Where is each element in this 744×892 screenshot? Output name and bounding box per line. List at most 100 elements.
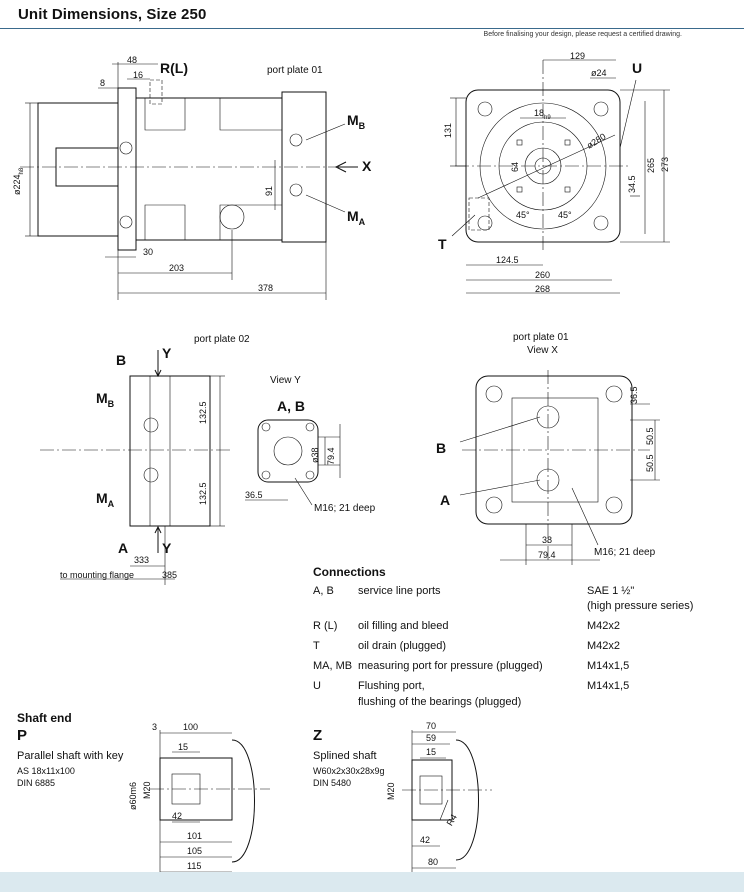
dim-z-15: 15 <box>426 747 437 757</box>
dim-p-101: 101 <box>187 831 203 841</box>
dim-p-42: 42 <box>172 811 183 821</box>
view-x-drawing <box>459 370 660 565</box>
conn-spec-mamb: M14x1,5 <box>587 660 630 672</box>
conn-desc-t: oil drain (plugged) <box>358 640 447 652</box>
shaft-p-letter: P <box>17 727 28 744</box>
dim-64: 64 <box>510 161 520 172</box>
dim-79-4-x: 79.4 <box>538 550 556 560</box>
connections-heading: Connections <box>313 565 386 579</box>
front-view-drawing <box>450 59 670 294</box>
dim-45-right: 45° <box>558 210 572 220</box>
dim-333: 333 <box>134 555 150 565</box>
dim-30: 30 <box>143 247 154 257</box>
shaft-p-line1: Parallel shaft with key <box>17 750 124 762</box>
dim-50-5-top: 50.5 <box>645 427 655 445</box>
footer-band <box>0 872 744 892</box>
shaft-end-heading: Shaft end <box>17 711 72 725</box>
dim-dia-24: ø24 <box>591 68 607 78</box>
view-x-arrow-label: X <box>362 158 372 174</box>
port-u-label: U <box>632 60 643 76</box>
view-x-thread-note: M16; 21 deep <box>594 547 656 558</box>
conn-port-mamb: MA, MB <box>313 660 353 672</box>
shaft-z-line1: Splined shaft <box>313 750 377 762</box>
plate02-caption: port plate 02 <box>194 334 250 345</box>
port-mb-label: MB <box>347 112 366 131</box>
shaft-z-line2: W60x2x30x28x9g <box>313 766 385 776</box>
dim-36-5-x: 36.5 <box>629 386 639 404</box>
dim-124-5: 124.5 <box>496 255 519 265</box>
conn-spec2-ab: (high pressure series) <box>587 600 694 612</box>
dim-38-x: 38 <box>542 535 553 545</box>
view-x-port-a-label: A <box>440 492 451 508</box>
view-y-caption: View Y <box>270 375 301 386</box>
dim-dia-38: ø38 <box>310 447 320 463</box>
side-view-caption: port plate 01 <box>267 65 323 76</box>
dim-p-100: 100 <box>183 722 199 732</box>
dim-z-42: 42 <box>420 835 431 845</box>
dim-268: 268 <box>535 284 551 294</box>
plate02-port-mb-label: MB <box>96 390 115 409</box>
conn-port-u: U <box>313 680 321 692</box>
view-y-thread-note: M16; 21 deep <box>314 503 376 514</box>
title-rule <box>0 28 744 29</box>
conn-desc-ab: service line ports <box>358 585 441 597</box>
view-x-caption: View X <box>527 345 558 356</box>
dim-p-15: 15 <box>178 742 189 752</box>
view-x-caption-plate: port plate 01 <box>513 332 569 343</box>
dim-p-dia-60: ø60m6 <box>128 781 138 810</box>
dim-z-70: 70 <box>426 721 437 731</box>
conn-spec-rl: M42x2 <box>587 620 621 632</box>
plate02-y-bottom-label: Y <box>162 540 172 556</box>
port-plate-02-drawing <box>40 350 230 585</box>
dim-z-80: 80 <box>428 857 439 867</box>
dim-p-3: 3 <box>152 722 158 732</box>
dim-p-105: 105 <box>187 846 203 856</box>
conn-spec-u: M14x1,5 <box>587 680 630 692</box>
view-y-drawing <box>245 419 341 506</box>
conn-desc-rl: oil filling and bleed <box>358 620 449 632</box>
dim-36-5: 36.5 <box>245 490 263 500</box>
dim-273: 273 <box>660 156 670 172</box>
dim-34-5: 34.5 <box>627 175 637 193</box>
conn-desc-u: Flushing port, <box>358 680 425 692</box>
conn-spec-t: M42x2 <box>587 640 621 652</box>
dim-p-m20: M20 <box>142 781 152 799</box>
port-t-label: T <box>438 236 447 252</box>
shaft-z-drawing <box>402 730 492 872</box>
dim-50-5-bottom: 50.5 <box>645 454 655 472</box>
dim-132-5-bottom: 132.5 <box>198 482 208 505</box>
dim-16: 16 <box>133 70 144 80</box>
plate02-port-a-label: A <box>118 540 129 556</box>
shaft-z-letter: Z <box>313 727 323 744</box>
shaft-p-drawing <box>150 730 270 875</box>
mounting-flange-note: to mounting flange <box>60 570 135 580</box>
certified-drawing-note: Before finalising your design, please re… <box>483 31 682 38</box>
dim-131: 131 <box>443 122 453 138</box>
conn-spec-ab: SAE 1 ½" <box>587 585 635 597</box>
dim-260: 260 <box>535 270 551 280</box>
dim-p-115: 115 <box>187 861 202 871</box>
dim-diameter-224: ø224h8 <box>12 167 25 195</box>
dim-z-m20: M20 <box>386 782 396 800</box>
dim-48: 48 <box>127 55 138 65</box>
dim-378: 378 <box>258 283 274 293</box>
shaft-p-line2: AS 18x11x100 <box>17 766 75 776</box>
dim-203: 203 <box>169 263 185 273</box>
dim-79-4: 79.4 <box>326 447 336 465</box>
plate02-port-ma-label: MA <box>96 490 115 509</box>
dim-18: 18h9 <box>534 108 551 121</box>
dim-z-59: 59 <box>426 733 437 743</box>
dim-45-left: 45° <box>516 210 530 220</box>
side-view-drawing <box>20 62 358 300</box>
port-rl-label: R(L) <box>160 60 188 76</box>
dim-132-5-top: 132.5 <box>198 401 208 424</box>
conn-port-t: T <box>313 640 320 652</box>
view-y-port-ab-label: A, B <box>277 398 305 414</box>
plate02-port-b-label: B <box>116 352 127 368</box>
dim-91: 91 <box>264 185 274 196</box>
shaft-p-line3: DIN 6885 <box>17 778 56 788</box>
plate02-y-top-label: Y <box>162 345 172 361</box>
shaft-z-line3: DIN 5480 <box>313 778 352 788</box>
conn-desc-mamb: measuring port for pressure (plugged) <box>358 660 543 672</box>
